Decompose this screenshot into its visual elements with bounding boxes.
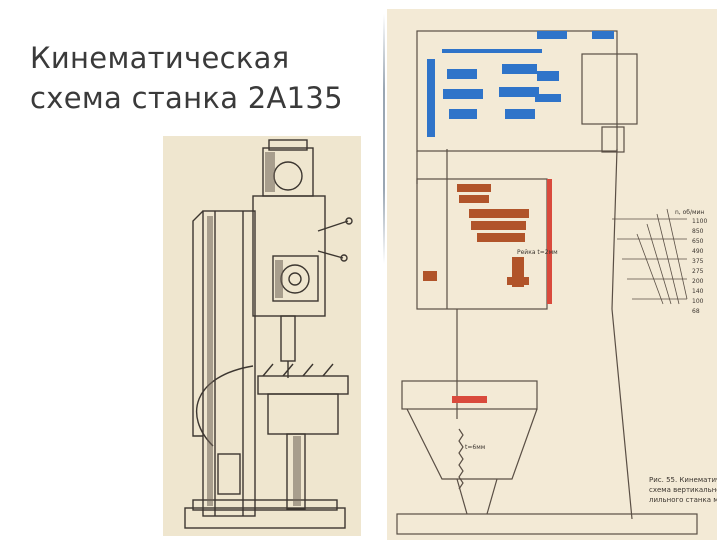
- caption-line-3: лильного станка мод.: [649, 496, 717, 504]
- speed-label: 100: [692, 298, 704, 305]
- speed-label: 1100: [692, 218, 707, 225]
- slide-title: Кинематическая схема станка 2А135: [30, 38, 370, 118]
- speed-label: 490: [692, 248, 704, 255]
- speed-label: 650: [692, 238, 704, 245]
- title-line-1: Кинематическая: [30, 41, 290, 75]
- caption-line-2: схема вертикально-свер-: [649, 486, 717, 494]
- rack-label: Рейка t=2мм: [517, 249, 558, 256]
- machine-drawing-image: [163, 136, 361, 536]
- speed-label: 850: [692, 228, 704, 235]
- kinematic-scheme-image: n, об/мин 1100 850 650 490 375 275 200 1…: [387, 9, 717, 540]
- feed-screw-label: t=6мм: [465, 444, 485, 451]
- speed-label: 275: [692, 268, 704, 275]
- title-line-2: схема станка 2А135: [30, 81, 343, 115]
- rpm-header: n, об/мин: [675, 209, 704, 216]
- speed-label: 68: [692, 308, 700, 315]
- speed-label: 375: [692, 258, 704, 265]
- speed-label: 200: [692, 278, 704, 285]
- speed-label: 140: [692, 288, 704, 295]
- vertical-divider: [383, 14, 385, 264]
- caption-line-1: Рис. 55. Кинематическая: [649, 476, 717, 484]
